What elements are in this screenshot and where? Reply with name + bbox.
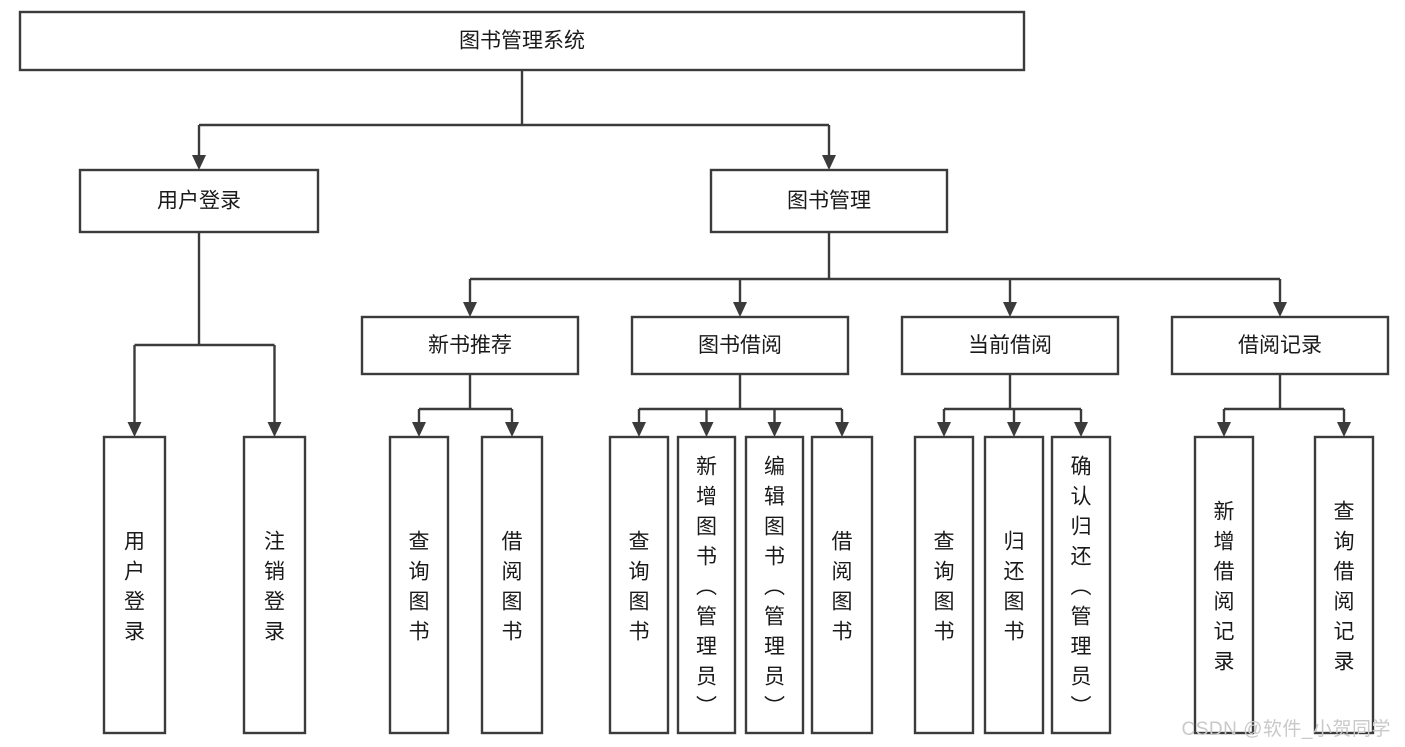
node-box-leaf-borrow-3[interactable]	[744, 435, 805, 735]
node-label-leaf-borrow-4: 借阅图书	[832, 530, 853, 643]
node-box-leaf-login-2[interactable]	[242, 435, 307, 735]
node-records[interactable]: 借阅记录	[1170, 315, 1390, 376]
node-layer: 图书管理系统用户登录图书管理新书推荐图书借阅当前借阅借阅记录用户登录注销登录查询…	[18, 10, 1390, 735]
node-box-leaf-borrow-4[interactable]	[810, 435, 874, 735]
node-label-login: 用户登录	[157, 190, 241, 213]
connector-group-borrow	[632, 374, 849, 437]
arrow-head-icon	[1273, 302, 1287, 317]
node-bookmgmt[interactable]: 图书管理	[709, 168, 949, 234]
arrow-head-icon	[127, 422, 142, 437]
node-current[interactable]: 当前借阅	[900, 315, 1120, 376]
node-label-leaf-current-2: 归还图书	[1004, 530, 1025, 643]
node-label-leaf-login-1: 用户登录	[124, 530, 145, 643]
arrow-head-icon	[1337, 422, 1351, 437]
node-box-login[interactable]	[78, 168, 320, 234]
node-label-leaf-borrow-2: 新增图书︵管理员︶	[696, 455, 717, 718]
node-label-leaf-records-1: 新增借阅记录	[1214, 500, 1235, 673]
node-box-leaf-newbook-1[interactable]	[388, 435, 450, 735]
node-box-leaf-borrow-1[interactable]	[608, 435, 670, 735]
node-label-leaf-newbook-2: 借阅图书	[502, 530, 523, 643]
arrow-head-icon	[267, 422, 282, 437]
node-leaf-newbook-1[interactable]: 查询图书	[388, 435, 450, 735]
node-leaf-current-1[interactable]: 查询图书	[913, 435, 975, 735]
watermark-credit: CSDN @软件_小贺同学	[1181, 719, 1391, 740]
connector-group-newbook	[412, 374, 519, 437]
connector-layer	[127, 70, 1351, 437]
node-leaf-newbook-2[interactable]: 借阅图书	[480, 435, 544, 735]
connector-group-records	[1217, 374, 1351, 437]
node-borrow[interactable]: 图书借阅	[630, 315, 850, 376]
node-leaf-borrow-3[interactable]: 编辑图书︵管理员︶	[744, 435, 805, 735]
node-box-leaf-newbook-2[interactable]	[480, 435, 544, 735]
arrow-head-icon	[412, 422, 426, 437]
connector-group-current	[937, 374, 1088, 437]
node-label-leaf-current-1: 查询图书	[934, 530, 955, 643]
node-box-records[interactable]	[1170, 315, 1390, 376]
arrow-head-icon	[1217, 422, 1231, 437]
arrow-head-icon	[937, 422, 951, 437]
arrow-head-icon	[463, 302, 477, 317]
node-leaf-current-3[interactable]: 确认归还︵管理员︶	[1050, 435, 1112, 735]
node-label-leaf-login-2: 注销登录	[264, 530, 285, 643]
node-leaf-records-1[interactable]: 新增借阅记录	[1193, 435, 1255, 735]
node-leaf-login-2[interactable]: 注销登录	[242, 435, 307, 735]
node-box-leaf-current-3[interactable]	[1050, 435, 1112, 735]
node-box-leaf-borrow-2[interactable]	[676, 435, 737, 735]
node-label-newbook: 新书推荐	[428, 334, 512, 357]
connector-group-bookmgmt	[463, 232, 1287, 317]
node-leaf-records-2[interactable]: 查询借阅记录	[1313, 435, 1375, 735]
node-box-bookmgmt[interactable]	[709, 168, 949, 234]
node-label-leaf-newbook-1: 查询图书	[409, 530, 430, 643]
node-box-leaf-login-1[interactable]	[102, 435, 167, 735]
arrow-head-icon	[822, 155, 836, 170]
connector-group-root	[192, 70, 836, 170]
node-box-root[interactable]	[18, 10, 1026, 72]
node-box-leaf-current-1[interactable]	[913, 435, 975, 735]
node-label-root: 图书管理系统	[459, 30, 585, 53]
node-login[interactable]: 用户登录	[78, 168, 320, 234]
arrow-head-icon	[767, 422, 782, 437]
node-label-leaf-records-2: 查询借阅记录	[1334, 500, 1355, 673]
arrow-head-icon	[505, 422, 519, 437]
node-box-leaf-records-2[interactable]	[1313, 435, 1375, 735]
node-box-current[interactable]	[900, 315, 1120, 376]
node-leaf-login-1[interactable]: 用户登录	[102, 435, 167, 735]
arrow-head-icon	[1007, 422, 1021, 437]
node-label-current: 当前借阅	[968, 334, 1052, 357]
arrow-head-icon	[835, 422, 849, 437]
arrow-head-icon	[733, 302, 747, 317]
connector-group-login	[127, 232, 282, 437]
node-box-newbook[interactable]	[360, 315, 580, 376]
node-box-borrow[interactable]	[630, 315, 850, 376]
node-leaf-borrow-2[interactable]: 新增图书︵管理员︶	[676, 435, 737, 735]
node-leaf-current-2[interactable]: 归还图书	[983, 435, 1045, 735]
arrow-head-icon	[1003, 302, 1017, 317]
node-leaf-borrow-4[interactable]: 借阅图书	[810, 435, 874, 735]
arrow-head-icon	[632, 422, 646, 437]
node-label-leaf-borrow-3: 编辑图书︵管理员︶	[764, 455, 785, 718]
arrow-head-icon	[699, 422, 714, 437]
node-box-leaf-current-2[interactable]	[983, 435, 1045, 735]
node-leaf-borrow-1[interactable]: 查询图书	[608, 435, 670, 735]
node-newbook[interactable]: 新书推荐	[360, 315, 580, 376]
node-root[interactable]: 图书管理系统	[18, 10, 1026, 72]
node-box-leaf-records-1[interactable]	[1193, 435, 1255, 735]
node-label-bookmgmt: 图书管理	[787, 190, 871, 213]
node-label-borrow: 图书借阅	[698, 334, 782, 357]
node-label-leaf-borrow-1: 查询图书	[629, 530, 650, 643]
node-label-records: 借阅记录	[1238, 334, 1322, 357]
arrow-head-icon	[192, 155, 206, 170]
arrow-head-icon	[1074, 422, 1088, 437]
node-label-leaf-current-3: 确认归还︵管理员︶	[1071, 455, 1092, 718]
